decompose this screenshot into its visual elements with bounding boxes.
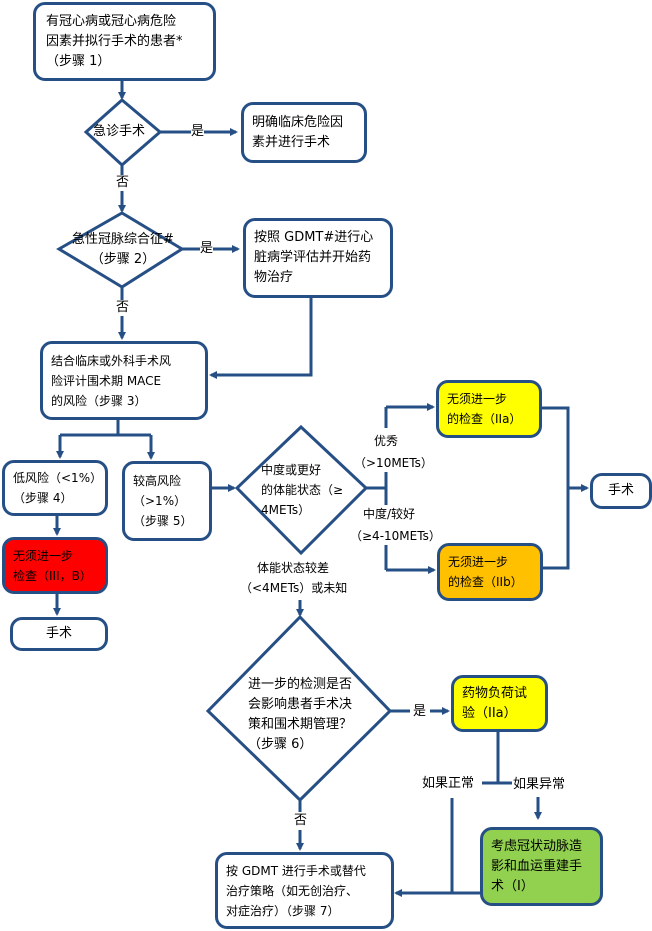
poor-capacity-label: 体能状态较差 [257, 560, 330, 576]
further-testing-decision-text: 进一步的检测是否会影响患者手术决策和围术期管理？（步骤 6） [248, 677, 353, 752]
surgery-left-box: 手术 [10, 617, 108, 651]
if-abnormal-label: 如果异常 [513, 777, 566, 793]
yes-label-1: 是 [191, 124, 205, 140]
moderate-label: 中度/较好 [363, 506, 416, 522]
acs-decision-text: 急性冠脉综合征#（步骤 2） [72, 232, 174, 267]
start-box: 有冠心病或冠心病危险 因素并拟行手术的患者* （步骤 1） [33, 2, 216, 81]
emergency-decision-text: 急诊手术 [93, 124, 146, 139]
no-label-1: 否 [116, 175, 130, 191]
revascularization-box: 考虑冠状动脉造影和血运重建手术（I） [480, 827, 603, 906]
low-risk-box: 低风险（<1%）（步骤 4） [2, 460, 108, 516]
no-further-testing-red-box: 无须进一步检查（III，B） [2, 537, 108, 594]
start-text-3: （步骤 1） [46, 53, 111, 69]
diamond-capacity [234, 424, 369, 556]
start-text-1: 有冠心病或冠心病危险 [46, 13, 177, 29]
start-text-2: 因素并拟行手术的患者* [46, 33, 183, 49]
yes-label-2: 是 [200, 241, 214, 257]
no-label-3: 否 [294, 813, 308, 829]
no-further-testing-iib-box: 无须进一步的检查（IIb） [437, 543, 543, 601]
stress-test-box: 药物负荷试验（IIa） [451, 675, 548, 732]
gdmt-surgery-box: 按 GDMT 进行手术或替代治疗策略（如无创治疗、对症治疗）（步骤 7） [215, 852, 394, 929]
no-further-testing-iia-box: 无须进一步的检查（IIa） [436, 380, 542, 438]
elevated-risk-box: 较高风险（>1%）（步骤 5） [122, 461, 212, 541]
capacity-decision-text: 中度或更好的体能状态（≥4METs） [261, 463, 344, 517]
if-normal-label: 如果正常 [422, 776, 475, 792]
surgery-right-box: 手术 [590, 473, 652, 509]
excellent-mets-label: （>10METs） [354, 455, 433, 471]
gdmt-evaluation-box: 按照 GDMT#进行心脏病学评估并开始药物治疗 [243, 218, 393, 298]
excellent-label: 优秀 [374, 433, 399, 449]
no-label-2: 否 [116, 300, 130, 316]
poor-mets-label: （<4METs）或未知 [240, 580, 348, 596]
moderate-mets-label: （≥4-10METs） [350, 528, 441, 544]
yes-label-3: 是 [413, 704, 427, 720]
identify-risk-box: 明确临床危险因素并进行手术 [241, 102, 367, 163]
